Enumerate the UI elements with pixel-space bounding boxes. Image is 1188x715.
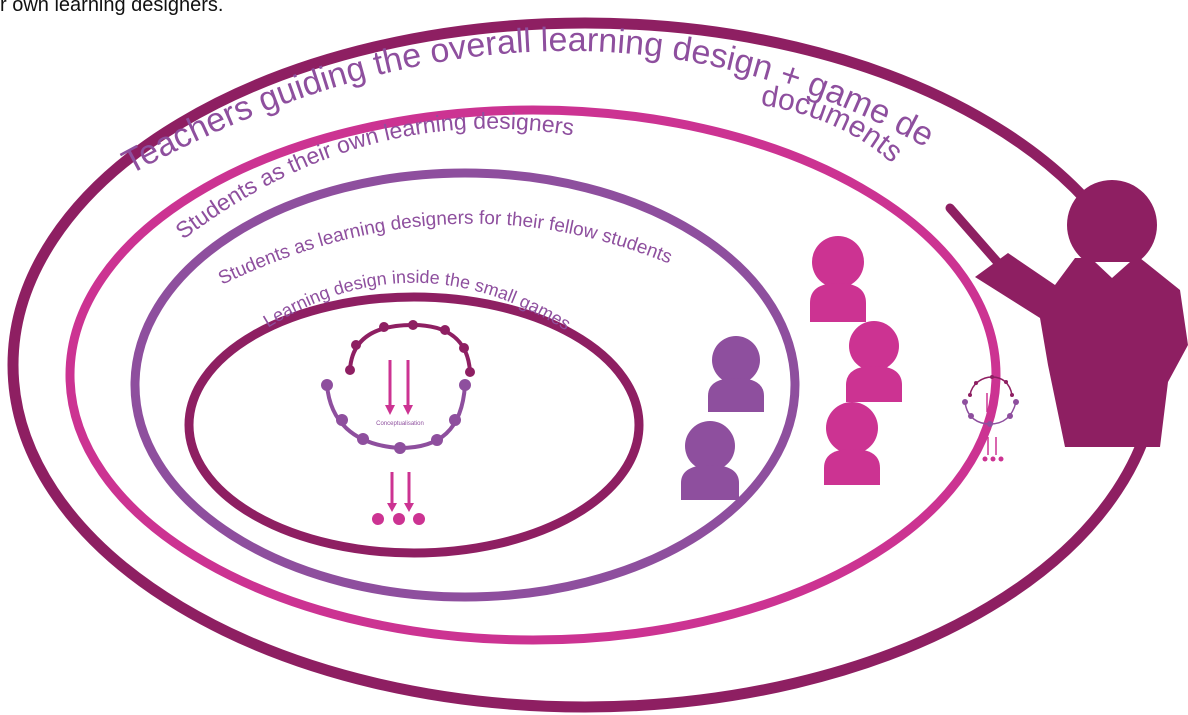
- teacher-figure: [945, 180, 1188, 447]
- cycle-center-label: Conceptualisation: [376, 421, 424, 427]
- student-figure-purple-1: [708, 336, 764, 412]
- learning-cycle-icon: Conceptualisation: [321, 320, 475, 525]
- ring-students-fellow: [130, 168, 800, 602]
- student-figure-purple-2: [681, 421, 739, 500]
- student-figure-pink-2: [846, 321, 902, 402]
- top-partial-text: r own learning designers.: [0, 0, 224, 16]
- small-cycle-icon: [962, 375, 1019, 462]
- ring-small-games: [184, 292, 644, 558]
- student-figure-pink-1: [810, 236, 866, 322]
- student-figure-pink-3: [824, 402, 880, 485]
- ring-students-own: [65, 105, 1001, 645]
